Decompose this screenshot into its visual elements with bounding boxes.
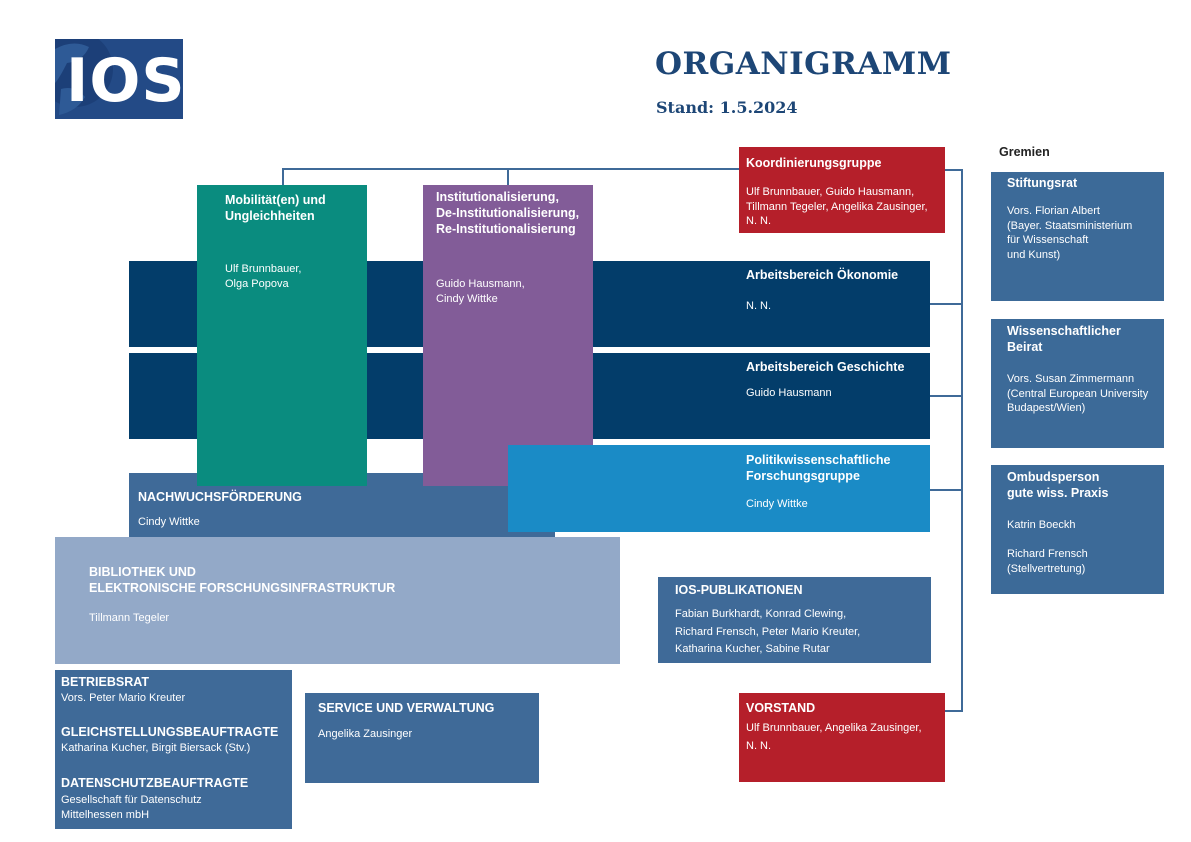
service-title: SERVICE UND VERWALTUNG <box>318 701 495 715</box>
service-verwaltung-box: SERVICE UND VERWALTUNG Angelika Zausinge… <box>305 693 539 783</box>
mobilitaet-title: Mobilität(en) und Ungleichheiten <box>225 193 326 223</box>
koordinierung-title: Koordinierungsgruppe <box>746 156 882 170</box>
nachwuchs-body: Cindy Wittke <box>138 516 200 528</box>
connector-line <box>282 168 284 186</box>
mobilitaet-box: Mobilität(en) und Ungleichheiten Ulf Bru… <box>197 185 367 486</box>
gleichstellung-body: Katharina Kucher, Birgit Biersack (Stv.) <box>61 742 251 754</box>
ios-logo: IOS <box>55 39 183 119</box>
beirat-title: Wissenschaftlicher Beirat <box>1007 324 1121 354</box>
publikationen-box: IOS-PUBLIKATIONEN Fabian Burkhardt, Konr… <box>658 577 931 663</box>
oekonomie-body: N. N. <box>746 300 772 312</box>
mobilitaet-body: Ulf Brunnbauer, Olga Popova <box>225 263 302 290</box>
ombuds-body-2: Richard Frensch (Stellvertretung) <box>1007 548 1088 575</box>
ombudsperson-box: Ombudsperson gute wiss. Praxis Katrin Bo… <box>991 465 1164 594</box>
connector-line <box>945 710 963 712</box>
stiftungsrat-body: Vors. Florian Albert (Bayer. Staatsminis… <box>1007 205 1133 261</box>
stiftungsrat-title: Stiftungsrat <box>1007 176 1078 190</box>
vorstand-body: Ulf Brunnbauer, Angelika Zausinger, N. N… <box>746 722 922 752</box>
gleichstellung-title: GLEICHSTELLUNGSBEAUFTRAGTE <box>61 725 279 739</box>
institution-body: Guido Hausmann, Cindy Wittke <box>436 278 525 305</box>
ombuds-title: Ombudsperson gute wiss. Praxis <box>1007 470 1109 500</box>
personalvertretung-box: BETRIEBSRAT Vors. Peter Mario Kreuter GL… <box>55 670 292 829</box>
politik-body: Cindy Wittke <box>746 498 808 510</box>
institutionalisierung-box: Institutionalisierung, De-Institutionali… <box>423 185 593 486</box>
connector-line <box>930 395 963 397</box>
institution-title: Institutionalisierung, De-Institutionali… <box>436 190 580 236</box>
bibliothek-title: BIBLIOTHEK UND ELEKTRONISCHE FORSCHUNGSI… <box>89 565 396 595</box>
ombuds-body-1: Katrin Boeckh <box>1007 519 1076 531</box>
connector-line <box>930 303 963 305</box>
politikwissenschaft-box: Politikwissenschaftliche Forschungsgrupp… <box>508 445 930 532</box>
beirat-box: Wissenschaftlicher Beirat Vors. Susan Zi… <box>991 319 1164 448</box>
connector-line <box>930 489 963 491</box>
betriebsrat-title: BETRIEBSRAT <box>61 675 149 689</box>
geschichte-title: Arbeitsbereich Geschichte <box>746 360 905 374</box>
stiftungsrat-box: Stiftungsrat Vors. Florian Albert (Bayer… <box>991 172 1164 301</box>
vorstand-title: VORSTAND <box>746 701 816 715</box>
page-title: ORGANIGRAMM <box>655 46 952 82</box>
bibliothek-body: Tillmann Tegeler <box>89 612 170 624</box>
vorstand-box: VORSTAND Ulf Brunnbauer, Angelika Zausin… <box>739 693 945 782</box>
beirat-body: Vors. Susan Zimmermann (Central European… <box>1007 373 1149 414</box>
datenschutz-body: Gesellschaft für Datenschutz Mittelhesse… <box>61 794 202 821</box>
nachwuchs-title: NACHWUCHSFÖRDERUNG <box>138 490 302 504</box>
connector-line <box>282 168 740 170</box>
service-body: Angelika Zausinger <box>318 728 413 740</box>
connector-line <box>961 169 963 712</box>
politik-title: Politikwissenschaftliche Forschungsgrupp… <box>746 453 891 483</box>
datenschutz-title: DATENSCHUTZBEAUFTRAGTE <box>61 776 249 790</box>
geschichte-body: Guido Hausmann <box>746 387 832 399</box>
connector-line <box>945 169 963 171</box>
betriebsrat-body: Vors. Peter Mario Kreuter <box>61 692 186 704</box>
bibliothek-box: BIBLIOTHEK UND ELEKTRONISCHE FORSCHUNGSI… <box>55 537 620 664</box>
stand-date: Stand: 1.5.2024 <box>656 98 798 117</box>
publikationen-title: IOS-PUBLIKATIONEN <box>675 583 803 597</box>
koordinierung-body: Ulf Brunnbauer, Guido Hausmann, Tillmann… <box>746 186 928 227</box>
publikationen-body: Fabian Burkhardt, Konrad Clewing, Richar… <box>675 608 861 655</box>
koordinierungsgruppe-box: Koordinierungsgruppe Ulf Brunnbauer, Gui… <box>739 147 945 233</box>
connector-line <box>507 168 509 186</box>
oekonomie-title: Arbeitsbereich Ökonomie <box>746 268 899 282</box>
gremien-heading: Gremien <box>999 145 1050 159</box>
globe-icon <box>55 39 113 115</box>
logo-text: IOS <box>66 46 183 116</box>
